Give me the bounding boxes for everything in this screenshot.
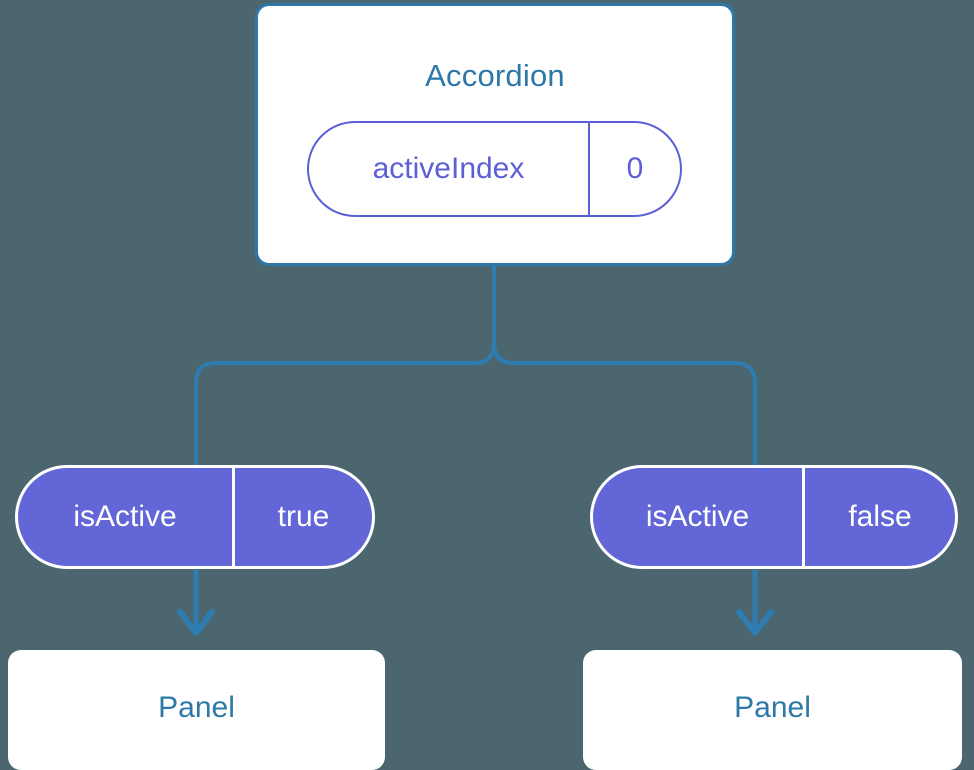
prop-pill-left-value: true <box>232 468 372 566</box>
panel-right-label: Panel <box>734 691 811 724</box>
arrow-down-left-icon <box>177 570 215 636</box>
prop-pill-isactive-true[interactable]: isActive true <box>15 465 375 569</box>
state-pill-activeindex[interactable]: activeIndex 0 <box>307 121 682 217</box>
arrow-down-right-icon <box>736 570 774 636</box>
state-pill-key: activeIndex <box>372 152 525 185</box>
prop-pill-isactive-false[interactable]: isActive false <box>590 465 958 569</box>
panel-card-left[interactable]: Panel <box>8 650 385 770</box>
panel-left-label: Panel <box>158 691 235 724</box>
accordion-title: Accordion <box>425 58 565 93</box>
prop-pill-left-key: isActive <box>73 500 177 533</box>
panel-card-right[interactable]: Panel <box>583 650 962 770</box>
prop-pill-right-key: isActive <box>645 500 750 533</box>
prop-pill-right-value: false <box>802 468 955 566</box>
state-pill-value: 0 <box>588 123 680 215</box>
